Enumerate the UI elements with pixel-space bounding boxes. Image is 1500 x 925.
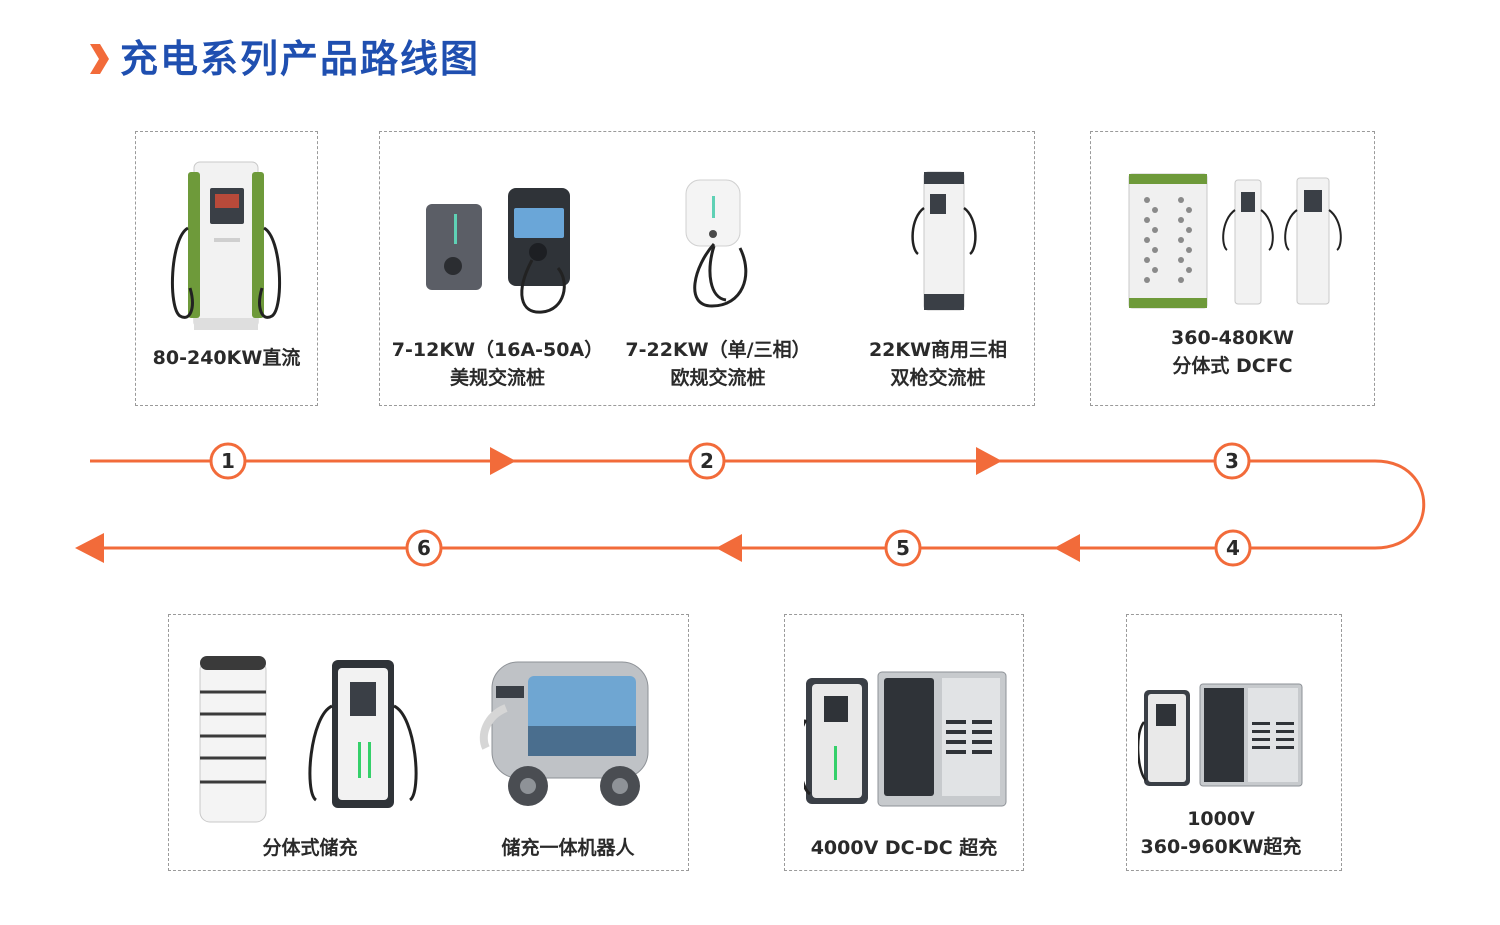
product-label: 360-960KW超充 [1140,836,1302,858]
step-number: 6 [417,536,431,560]
dual-gun-ac-charger-image [911,171,977,311]
arrow-left-icon [1054,534,1080,562]
step-marker-3: 3 [1213,442,1251,480]
group-box-1 [135,131,318,406]
step-number: 5 [896,536,910,560]
product-label: 分体式 DCFC [1172,355,1293,377]
arrow-left-icon [716,534,742,562]
product-label: 1000V [1187,808,1255,830]
us-ac-charger-image [426,188,570,314]
step-number: 1 [221,449,235,473]
step-marker-4: 4 [1214,529,1252,567]
product-label: 储充一体机器人 [501,837,635,859]
product-label: 7-22KW（单/三相） [625,339,811,361]
step-number: 4 [1226,536,1240,560]
group-box-3 [1090,131,1375,406]
page-title: 充电系列产品路线图 [120,37,481,81]
product-label: 双枪交流桩 [890,367,986,389]
step-marker-2: 2 [688,442,726,480]
arrow-right-icon [976,447,1002,475]
dc-dc-supercharger-image [804,671,1007,807]
arrow-right-icon [490,447,516,475]
dc-charger-image [171,161,281,330]
step-marker-6: 6 [405,529,443,567]
product-label: 分体式储充 [262,837,358,859]
group-box-5 [784,614,1024,871]
step-number: 2 [700,449,714,473]
product-label: 欧规交流桩 [670,367,766,389]
storage-charging-robot-image [479,661,649,806]
chevron-right-icon [90,44,109,74]
split-dcfc-image [1128,173,1342,309]
product-label: 80-240KW直流 [152,347,301,369]
product-label: 360-480KW [1171,327,1294,349]
split-storage-charger-image [199,656,418,823]
group-box-4 [1126,614,1342,871]
supercharger-1000v-image [1138,683,1303,787]
title-row: 充电系列产品路线图 [88,34,480,84]
group-box-6 [168,614,689,871]
product-label: 22KW商用三相 [868,339,1008,361]
step-marker-5: 5 [884,529,922,567]
product-label: 7-12KW（16A-50A） [391,339,604,361]
step-number: 3 [1225,449,1239,473]
product-label: 4000V DC-DC 超充 [810,837,998,859]
eu-ac-charger-image [685,179,748,308]
route-line [90,459,1426,550]
step-marker-1: 1 [209,442,247,480]
group-box-2 [379,131,1035,406]
product-label: 美规交流桩 [449,367,545,389]
route-end-arrow-icon [75,533,104,563]
